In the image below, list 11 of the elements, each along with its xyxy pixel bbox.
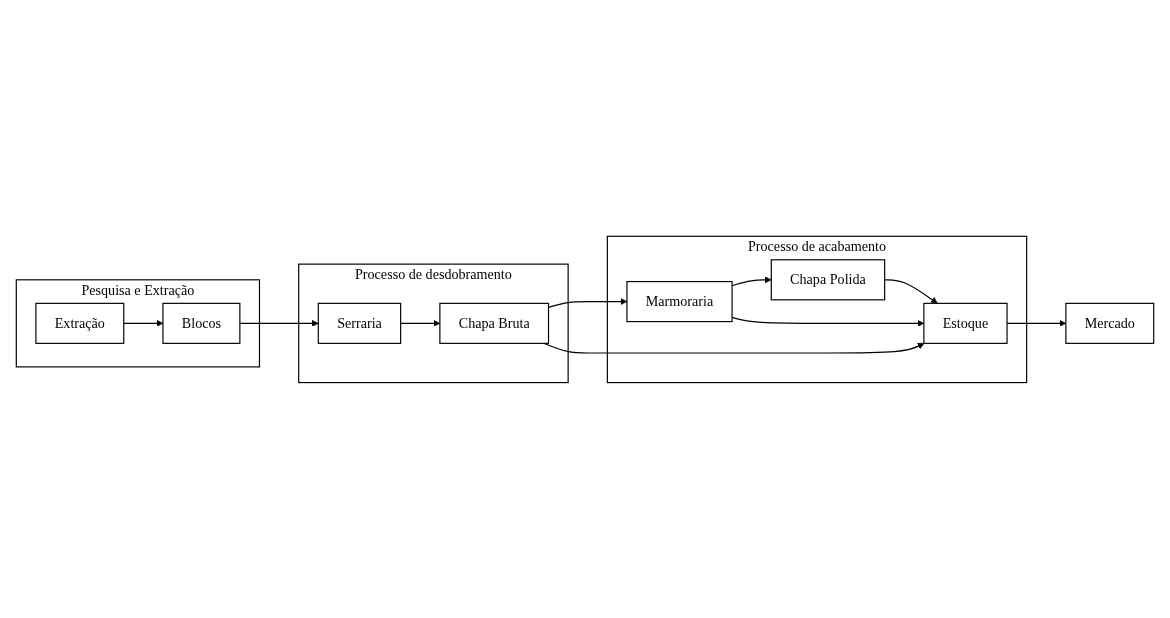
node-box: Chapa Bruta xyxy=(439,302,550,344)
arrow xyxy=(884,278,938,304)
node-box: Marmoraria xyxy=(626,280,733,322)
node-box: Serraria xyxy=(317,302,402,344)
node-box: Mercado xyxy=(1065,302,1155,344)
node-box: Extração xyxy=(35,302,125,344)
node-box: Chapa Polida xyxy=(770,258,886,300)
node-box: Estoque xyxy=(923,302,1008,344)
arrow xyxy=(239,319,319,327)
node-box: Blocos xyxy=(162,302,241,344)
arrow xyxy=(543,342,925,354)
